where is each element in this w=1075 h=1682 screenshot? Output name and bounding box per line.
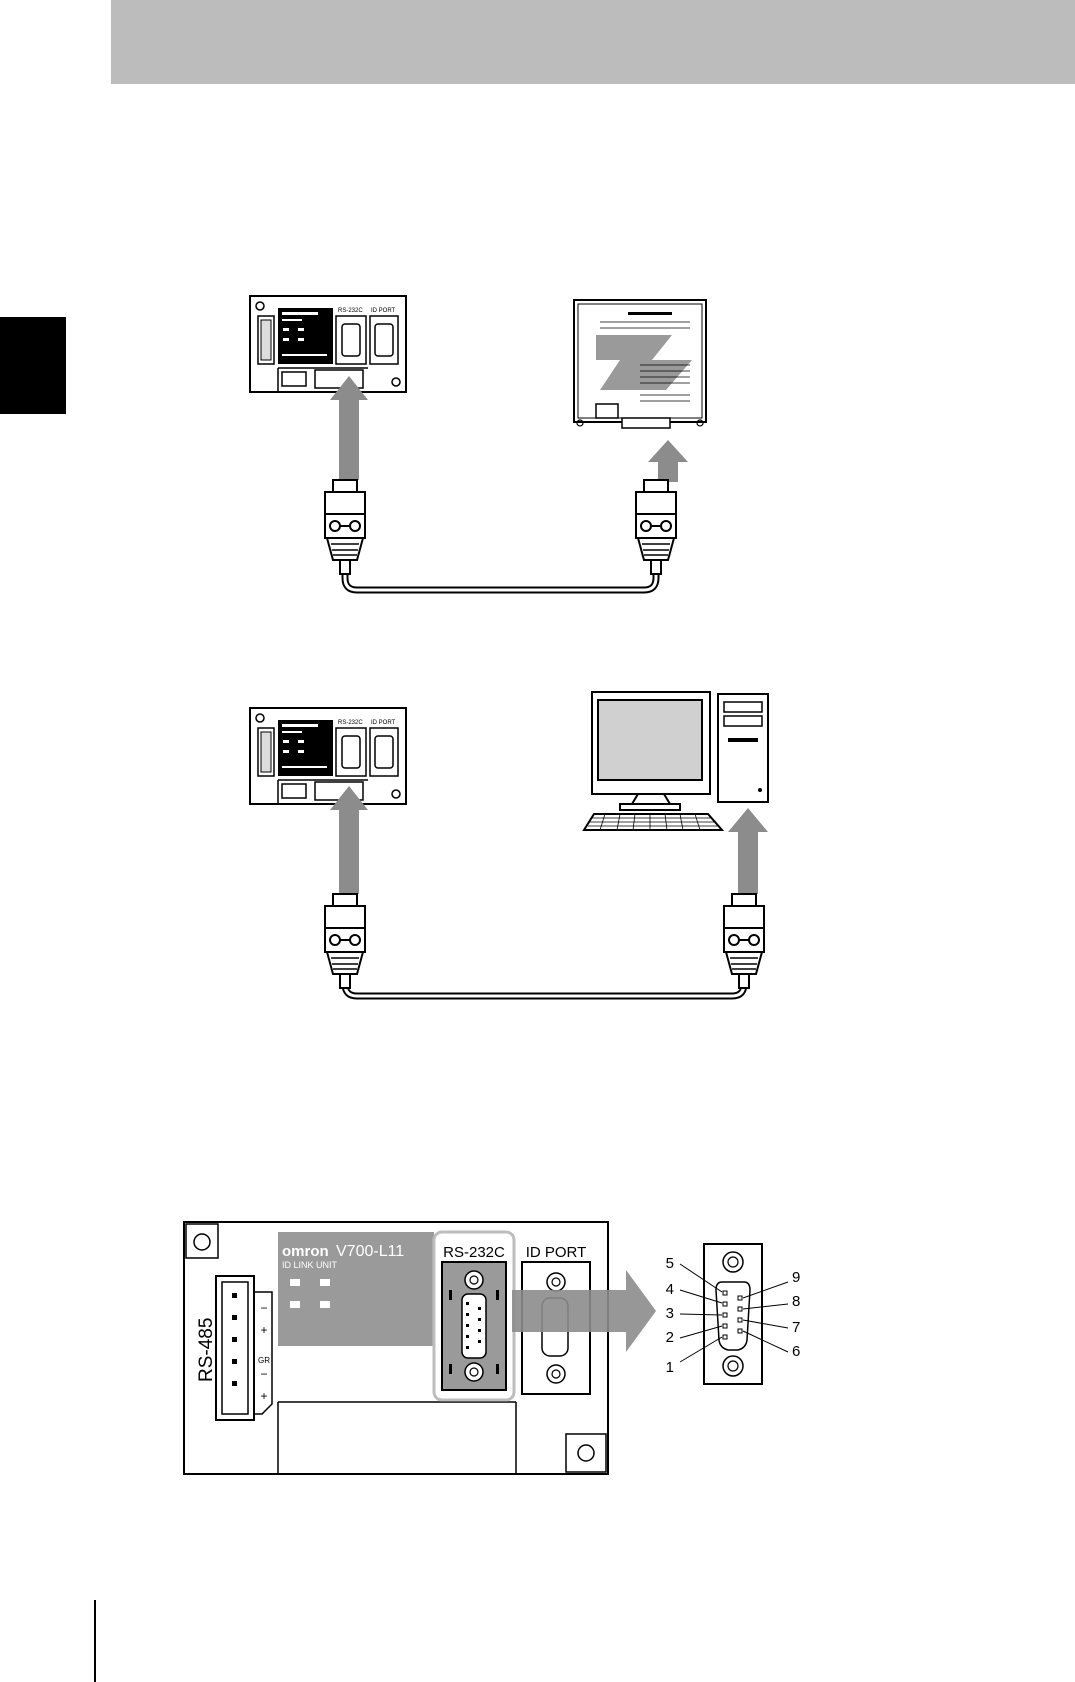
- figure-pin-layout: RS-485 − + GR − + omron V700-L11 ID LINK…: [184, 1222, 800, 1474]
- arrow-up: [728, 808, 768, 894]
- cable-connector: [724, 894, 764, 988]
- terminal-sign: GR: [258, 1356, 270, 1365]
- computer-drawing: [584, 692, 768, 830]
- rs232c-label: RS-232C: [443, 1244, 505, 1261]
- pin-number: 1: [666, 1359, 674, 1376]
- pin-number: 2: [666, 1329, 674, 1346]
- amplifier-drawing: [574, 300, 706, 428]
- terminal-sign: +: [260, 1389, 267, 1403]
- pin-number: 7: [792, 1319, 800, 1336]
- idport-label: ID PORT: [526, 1244, 587, 1261]
- arrow-up: [648, 440, 688, 482]
- cable-connector: [325, 894, 365, 988]
- terminal-sign: +: [260, 1323, 267, 1337]
- pin-number: 6: [792, 1343, 800, 1360]
- figure-unit-to-amplifier: [250, 296, 706, 590]
- model-name: V700-L11: [336, 1243, 404, 1260]
- figure-unit-to-computer: [250, 692, 768, 996]
- pin-number: 4: [666, 1281, 674, 1298]
- terminal-sign: −: [260, 1367, 267, 1381]
- pin-number: 9: [792, 1269, 800, 1286]
- id-link-unit-drawing: [250, 708, 406, 804]
- dsub-pin-diagram: 5 4 3 2 1 9 8 7 6: [666, 1244, 801, 1384]
- id-link-unit-drawing: [250, 296, 406, 392]
- pin-number: 3: [666, 1305, 674, 1322]
- pin-number: 8: [792, 1293, 800, 1310]
- unit-name: ID LINK UNIT: [282, 1260, 338, 1270]
- cable-connector: [636, 480, 676, 574]
- rs485-label: RS-485: [196, 1318, 217, 1382]
- pin-number: 5: [666, 1255, 674, 1272]
- cable-connector: [325, 480, 365, 574]
- brand-logo: omron: [282, 1243, 329, 1260]
- terminal-sign: −: [260, 1301, 267, 1315]
